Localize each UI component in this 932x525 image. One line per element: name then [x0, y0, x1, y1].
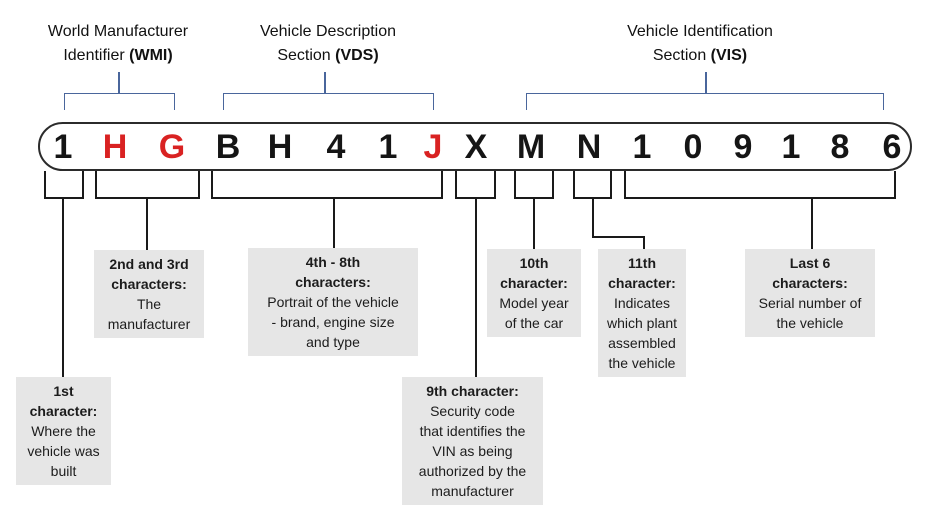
label-box-heading-line: 4th - 8th	[305, 254, 361, 270]
label-box-heading-line: characters:	[111, 276, 187, 292]
connector-elbow-v-char-11	[643, 236, 645, 249]
section-acronym-vis: (VIS)	[710, 47, 748, 64]
vin-char-15: 1	[781, 128, 801, 166]
label-box-heading-line: character:	[608, 275, 676, 291]
label-box-heading-line: Last 6	[789, 255, 831, 271]
vin-char-3: G	[158, 128, 186, 166]
connector-chars-4-8	[333, 197, 335, 248]
label-box-char-10: 10th character: Model year of the car	[487, 249, 581, 337]
label-box-body-line: Serial number of	[758, 295, 862, 311]
vin-box	[38, 122, 912, 171]
section-title-line2: Section (VDS)	[277, 47, 379, 64]
vin-char-10: M	[516, 128, 546, 166]
label-box-char-9: 9th character: Security code that identifi…	[402, 377, 543, 505]
label-box-body-line: The	[136, 296, 162, 312]
blue-bracket-stem-vds	[324, 72, 326, 93]
vin-char-13: 0	[683, 128, 703, 166]
under-bracket-char-11	[573, 171, 612, 199]
vin-char-9: X	[464, 128, 488, 166]
label-box-body-line: of the car	[504, 315, 564, 331]
vin-char-11: N	[576, 128, 602, 166]
connector-char-1	[62, 197, 64, 377]
under-bracket-chars-12-17	[624, 171, 896, 199]
section-title-line1: World Manufacturer	[47, 23, 189, 40]
label-box-body-line: the vehicle	[776, 315, 844, 331]
vin-char-12: 1	[632, 128, 652, 166]
section-title-line1: Vehicle Identification	[627, 23, 773, 40]
under-bracket-char-10	[514, 171, 554, 199]
connector-char-10	[533, 197, 535, 249]
vin-char-17: 6	[882, 128, 902, 166]
vin-char-4: B	[215, 128, 241, 166]
label-box-body-line: Portrait of the vehicle	[267, 294, 399, 310]
section-title-line1: Vehicle Description	[259, 23, 397, 40]
label-box-body-line: authorized by the	[418, 463, 527, 479]
vin-char-14: 9	[733, 128, 753, 166]
label-box-body-line: Model year	[499, 295, 569, 311]
label-box-body-line: VIN as being	[432, 443, 513, 459]
under-bracket-chars-4-8	[211, 171, 443, 199]
label-box-body-line: Where the	[31, 423, 96, 439]
label-box-heading-line: 9th character:	[426, 383, 519, 399]
connector-elbow-h-char-11	[592, 236, 645, 238]
blue-bracket-stem-wmi	[118, 72, 120, 93]
label-box-body-line: manufacturer	[107, 316, 191, 332]
label-box-chars-12-17: Last 6 characters: Serial number of the veh…	[745, 249, 875, 337]
label-box-heading-line: 11th	[627, 255, 656, 271]
connector-chars-2-3	[146, 197, 148, 250]
label-box-chars-2-3: 2nd and 3rd characters: The manufacturer	[94, 250, 204, 338]
label-box-char-1: 1st character: Where the vehicle was built	[16, 377, 111, 485]
label-box-body-line: Indicates	[613, 295, 671, 311]
label-box-body-line: built	[50, 463, 77, 479]
blue-bracket-vds	[223, 93, 434, 110]
under-bracket-chars-2-3	[95, 171, 200, 199]
vin-char-7: 1	[378, 128, 398, 166]
connector-chars-12-17	[811, 197, 813, 249]
label-box-body-line: and type	[306, 334, 360, 350]
label-box-char-11: 11th character: Indicates which plant assemb…	[598, 249, 686, 377]
label-box-body-line: that identifies the	[419, 423, 526, 439]
section-acronym-wmi: (WMI)	[129, 47, 173, 64]
label-box-body-line: vehicle was	[27, 443, 100, 459]
vin-char-6: 4	[326, 128, 346, 166]
label-box-chars-4-8: 4th - 8th characters: Portrait of the vehi…	[248, 248, 418, 356]
section-title-line2: Section (VIS)	[652, 47, 748, 64]
blue-bracket-stem-vis	[705, 72, 707, 93]
label-box-body-line: which plant	[606, 315, 678, 331]
blue-bracket-vis	[526, 93, 884, 110]
label-box-body-line: - brand, engine size	[271, 314, 395, 330]
label-box-body-line: manufacturer	[431, 483, 514, 499]
connector-char-9	[475, 197, 477, 377]
vin-char-2: H	[102, 128, 128, 166]
label-box-body-line: the vehicle	[608, 355, 676, 371]
label-box-heading-line: characters:	[772, 275, 848, 291]
blue-bracket-wmi	[64, 93, 175, 110]
label-box-heading-line: 1st	[53, 383, 74, 399]
section-title-line2: Identifier (WMI)	[63, 47, 173, 64]
vin-char-1: 1	[53, 128, 73, 166]
label-box-body-line: Security code	[430, 403, 515, 419]
vin-char-16: 8	[830, 128, 850, 166]
vin-char-5: H	[267, 128, 293, 166]
label-box-heading-line: 2nd and 3rd	[109, 256, 189, 272]
vin-char-8: J	[423, 128, 443, 166]
label-box-heading-line: characters:	[295, 274, 371, 290]
under-bracket-char-9	[455, 171, 496, 199]
label-box-heading-line: 10th	[519, 255, 549, 271]
connector-char-11	[592, 197, 594, 238]
label-box-body-line: assembled	[608, 335, 676, 351]
section-acronym-vds: (VDS)	[335, 47, 379, 64]
label-box-heading-line: character:	[29, 403, 98, 419]
under-bracket-char-1	[44, 171, 84, 199]
label-box-heading-line: character:	[500, 275, 568, 291]
